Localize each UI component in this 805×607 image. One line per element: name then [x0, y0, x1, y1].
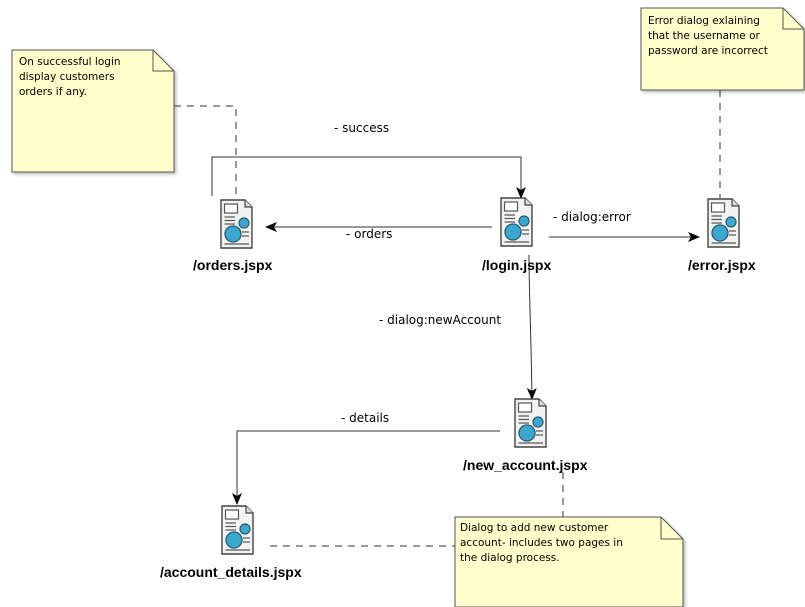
note-line: Dialog to add new customer	[460, 522, 609, 534]
error-page-icon[interactable]	[707, 198, 740, 248]
note-line: account- includes two pages in	[460, 537, 623, 549]
account-details-page-icon[interactable]	[221, 505, 254, 555]
node-label-error[interactable]: /error.jspx	[688, 257, 756, 273]
node-label-new-account[interactable]: /new_account.jspx	[463, 457, 588, 473]
node-label-account-details[interactable]: /account_details.jspx	[160, 564, 302, 580]
note-line: orders if any.	[19, 86, 87, 98]
edge-label-dialog-error: - dialog:error	[553, 210, 631, 224]
edge-label-details: - details	[341, 411, 390, 425]
note-login	[11, 49, 175, 173]
note-text-error: Error dialog exlaining that the username…	[648, 14, 768, 59]
edge-dialog-new-account	[526, 254, 537, 400]
note-line: password are incorrect	[648, 45, 768, 57]
note-line: that the username or	[648, 30, 760, 42]
note-text-login: On successful login display customers or…	[19, 55, 121, 100]
node-label-login[interactable]: /login.jspx	[482, 257, 552, 273]
note-line: On successful login	[19, 56, 121, 68]
note-anchors	[174, 90, 721, 547]
edge-details	[232, 430, 500, 505]
edge-success	[211, 156, 526, 199]
note-line: Error dialog exlaining	[648, 15, 760, 27]
new-account-page-icon[interactable]	[514, 398, 547, 448]
note-error	[640, 7, 805, 91]
edge-label-success: - success	[334, 121, 390, 135]
note-line: display customers	[19, 71, 115, 83]
note-dialog	[454, 516, 684, 607]
orders-page-icon[interactable]	[220, 199, 253, 249]
node-label-orders[interactable]: /orders.jspx	[193, 257, 273, 273]
edge-label-orders: - orders	[346, 227, 393, 241]
note-line: the dialog process.	[460, 552, 560, 564]
login-page-icon[interactable]	[500, 197, 533, 247]
edge-label-dialog-new-account: - dialog:newAccount	[379, 313, 502, 327]
note-text-dialog: Dialog to add new customer account- incl…	[460, 521, 623, 566]
